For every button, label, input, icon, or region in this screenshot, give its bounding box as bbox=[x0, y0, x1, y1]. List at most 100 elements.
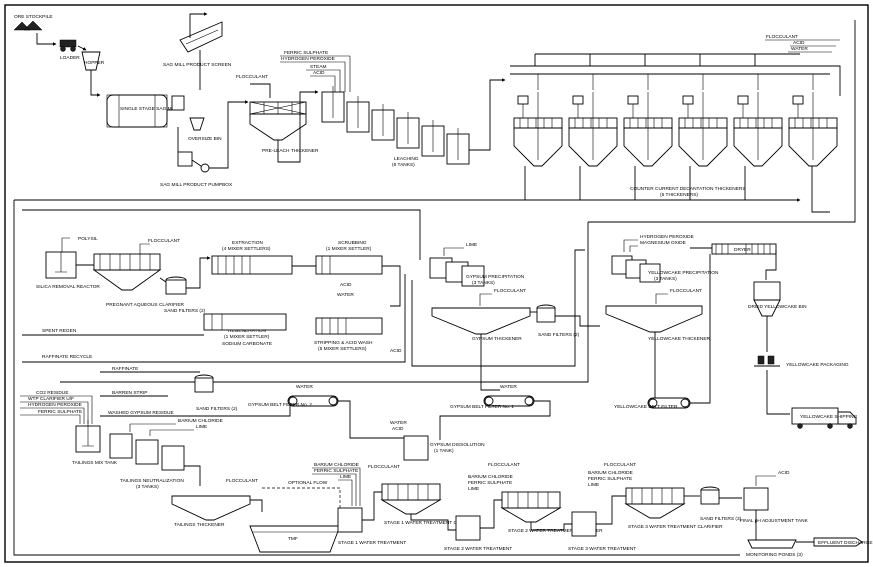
flocculant-label-3: FLOCCULANT bbox=[494, 288, 526, 294]
gypsum-belt-filter-1: GYPSUM BELT FILTER No. 1 WATER bbox=[450, 384, 535, 410]
sag-mill-label-1: SINGLE STAGE SAG MILL bbox=[120, 106, 179, 112]
diagram-border bbox=[4, 4, 869, 563]
magnesium-oxide-label: MAGNESIUM OXIDE bbox=[640, 240, 686, 246]
ore-stockpile: ORE STOCKPILE bbox=[13, 14, 53, 31]
lime-label-4: LIME bbox=[468, 486, 479, 492]
acid-label-final: ACID bbox=[778, 470, 790, 476]
washed-gypsum-residue-label: WASHED GYPSUM RESIDUE bbox=[108, 410, 174, 416]
yellowcake-belt-filter-label: YELLOWCAKE BELT FILTER bbox=[614, 404, 678, 410]
sag-mill-product-screen: SAG MILL PRODUCT SCREEN bbox=[163, 21, 232, 68]
sag-mill-product-pumpbox: SAG MILL PRODUCT PUMPBOX bbox=[160, 151, 233, 188]
monitoring-ponds-label: MONITORING PONDS (3) bbox=[746, 552, 803, 558]
yellowcake-packaging-label: YELLOWCAKE PACKAGING bbox=[786, 362, 849, 368]
barium-chloride-label-1: BARIUM CHLORIDE bbox=[178, 418, 223, 424]
stage1-wt-clarifier: FLOCCULANT STAGE 1 WATER TREATMENT CLARI… bbox=[368, 464, 479, 526]
acid-label-ccd: ACID bbox=[793, 40, 805, 46]
silica-removal-reactor: POLYSIL SILICA REMOVAL REACTOR bbox=[36, 236, 100, 290]
tailings-mix-tank-label: TAILINGS MIX TANK bbox=[72, 460, 118, 466]
extraction-label: EXTRACTION bbox=[232, 240, 263, 246]
sag-mill-product-screen-label: SAG MILL PRODUCT SCREEN bbox=[163, 62, 232, 68]
wt-reagents-stage1: BARIUM CHLORIDE FERRIC SULPHATE LIME bbox=[312, 462, 361, 506]
tailings-neutralization-label: TAILINGS NEUTRALIZATION bbox=[120, 478, 184, 484]
tailings-mix-tank: TAILINGS MIX TANK bbox=[72, 420, 118, 466]
raffinate-label: RAFFINATE bbox=[112, 366, 138, 372]
gypsum-belt-filter-2-label: GYPSUM BELT FILTER No. 2 bbox=[248, 402, 312, 408]
yellowcake-shipping-truck: YELLOWCAKE SHIPPING bbox=[791, 407, 858, 429]
ccd-thickeners: FLOCCULANT ACID WATER bbox=[510, 34, 841, 96]
sand-filters-2-tailings: SAND FILTERS (2) bbox=[194, 374, 238, 412]
sand-filters-2-label-3: SAND FILTERS (2) bbox=[196, 406, 238, 412]
stage3-wt-label: STAGE 3 WATER TREATMENT bbox=[568, 546, 636, 552]
final-ph-tank-label: FINAL pH ADJUSTMENT TANK bbox=[740, 518, 809, 524]
spent-regen-label: SPENT REGEN bbox=[42, 328, 77, 334]
stage3-wt-clarifier-label: STAGE 3 WATER TREATMENT CLARIFIER bbox=[628, 524, 723, 530]
ferric-sulphate-label-5: FERRIC SULPHATE bbox=[468, 480, 512, 486]
yellowcake-thickener-label: YELLOWCAKE THICKENER bbox=[648, 336, 711, 342]
ferric-sulphate-label-1: FERRIC SULPHATE bbox=[284, 50, 328, 56]
ccd-thickener-6 bbox=[788, 74, 838, 167]
water-label-scrub: WATER bbox=[337, 292, 354, 298]
ccd-thickener-2 bbox=[568, 74, 618, 167]
acid-label-strip: ACID bbox=[390, 348, 402, 354]
gypsum-dissolution-tank-label: (1 TANK) bbox=[434, 448, 454, 454]
single-stage-sag-mill: SINGLE STAGE SAG MILL bbox=[106, 94, 179, 128]
water-label-ccd: WATER bbox=[791, 46, 808, 52]
gypsum-belt-filter-2: GYPSUM BELT FILTER No. 2 WATER bbox=[248, 384, 339, 408]
yellowcake-precipitation: HYDROGEN PEROXIDE MAGNESIUM OXIDE YELLOW… bbox=[611, 234, 719, 283]
ccd-thickener-1 bbox=[513, 74, 563, 167]
hopper-icon: HOPPER bbox=[81, 51, 105, 71]
ccd-thickener-4 bbox=[678, 74, 728, 167]
tailings-thickener: FLOCCULANT TAILINGS THICKENER bbox=[171, 478, 258, 528]
regeneration-label: REGENERATION bbox=[228, 328, 267, 334]
gypsum-precipitation-tanks-label: (3 TANKS) bbox=[472, 280, 495, 286]
pre-leach-thickener: FLOCCULANT PRE-LEACH THICKENER bbox=[236, 74, 319, 154]
pre-leach-thickener-label: PRE-LEACH THICKENER bbox=[262, 148, 319, 154]
gypsum-precipitation-label: GYPSUM PRECIPITATION bbox=[466, 274, 525, 280]
regeneration-settler: REGENERATION (1 MIXER SETTLER) SODIUM CA… bbox=[203, 313, 287, 347]
flocculant-label-7: FLOCCULANT bbox=[488, 462, 520, 468]
yellowcake-precipitation-label: YELLOWCAKE PRECIPITATION bbox=[648, 270, 719, 276]
loader-icon: LOADER bbox=[59, 39, 80, 61]
stripping-acid-wash-settlers: STRIPPING & ACID WASH (5 MIXER SETTLERS)… bbox=[314, 317, 402, 354]
acid-label-1: ACID bbox=[313, 70, 325, 76]
ferric-sulphate-label-4: FERRIC SULPHATE bbox=[314, 468, 358, 474]
stage2-wt-label: STAGE 2 WATER TREATMENT bbox=[444, 546, 512, 552]
ccd-label: COUNTER CURRENT DECANTATION THICKENERS bbox=[630, 186, 746, 192]
ccd-thickener-5 bbox=[733, 74, 783, 167]
sand-filters-2-label-2: SAND FILTERS (2) bbox=[538, 332, 580, 338]
ccd-count-label: (6 THICKENERS) bbox=[660, 192, 698, 198]
regeneration-settler-label: (1 MIXER SETTLER) bbox=[224, 334, 270, 340]
lime-label-5: LIME bbox=[588, 482, 599, 488]
leaching-tanks: LEACHING (6 TANKS) bbox=[321, 86, 470, 168]
yellowcake-belt-filter: YELLOWCAKE BELT FILTER bbox=[614, 397, 691, 410]
pregnant-aqueous-clarifier-label: PREGNANT AQUEOUS CLARIFIER bbox=[106, 302, 185, 308]
sand-filters-3: SAND FILTERS (3) bbox=[700, 486, 742, 522]
silica-removal-reactor-label: SILICA REMOVAL REACTOR bbox=[36, 284, 100, 290]
optional-flow-label: OPTIONAL FLOW bbox=[288, 480, 328, 486]
acid-label-gd: ACID bbox=[392, 426, 404, 432]
yellowcake-thickener: FLOCCULANT YELLOWCAKE THICKENER bbox=[605, 288, 711, 342]
scrubbing-label: SCRUBBING bbox=[338, 240, 367, 246]
final-ph-adjustment-tank: ACID FINAL pH ADJUSTMENT TANK bbox=[740, 470, 809, 524]
sand-filters-3-label: SAND FILTERS (3) bbox=[700, 516, 742, 522]
flocculant-label-8: FLOCCULANT bbox=[604, 462, 636, 468]
ccd-unit-group bbox=[513, 74, 838, 167]
dried-yellowcake-bin-label: DRIED YELLOWCAKE BIN bbox=[748, 304, 807, 310]
ccd-thickener-3 bbox=[623, 74, 673, 167]
stage3-wt-clarifier: STAGE 3 WATER TREATMENT CLARIFIER bbox=[624, 487, 723, 530]
lime-label-3: LIME bbox=[340, 474, 351, 480]
hydrogen-peroxide-label-1: HYDROGEN PEROXIDE bbox=[281, 56, 335, 62]
gypsum-thickener: FLOCCULANT GYPSUM THICKENER bbox=[431, 288, 531, 342]
leaching-reagents: FERRIC SULPHATE HYDROGEN PEROXIDE STEAM … bbox=[280, 50, 351, 92]
gypsum-precipitation: LIME GYPSUM PRECIPITATION (3 TANKS) bbox=[429, 242, 525, 287]
ferric-sulphate-label-3: FERRIC SULPHATE bbox=[38, 409, 82, 415]
wt-reagents-stage3: BARIUM CHLORIDE FERRIC SULPHATE LIME FLO… bbox=[588, 462, 636, 488]
flocculant-label-ccd: FLOCCULANT bbox=[766, 34, 798, 40]
leaching-label: LEACHING bbox=[394, 156, 419, 162]
yellowcake-packaging: YELLOWCAKE PACKAGING bbox=[754, 355, 849, 368]
leaching-tanks-label: (6 TANKS) bbox=[392, 162, 415, 168]
yellowcake-shipping-label: YELLOWCAKE SHIPPING bbox=[800, 414, 858, 420]
effluent-discharge-label: EFFLUENT DISCHARGE bbox=[818, 540, 873, 546]
sand-filters-2-sx: SAND FILTERS (2) bbox=[164, 276, 206, 314]
extraction-settlers-label: (4 MIXER SETTLERS) bbox=[222, 246, 271, 252]
